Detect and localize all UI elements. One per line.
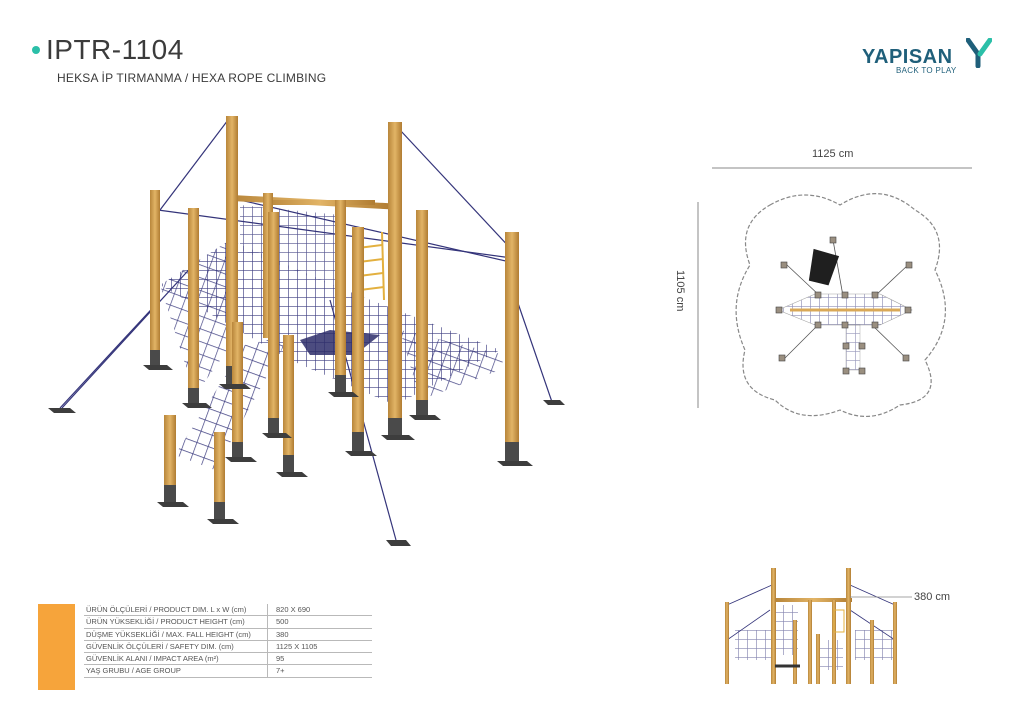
spec-label: GÜVENLİK ALANI / IMPACT AREA (m²) — [84, 652, 268, 666]
spec-label: ÜRÜN ÖLÇÜLERİ / PRODUCT DIM. L x W (cm) — [84, 604, 268, 617]
logo-name: YAPISAN — [862, 46, 953, 68]
logo-tagline: BACK TO PLAY — [896, 66, 957, 75]
back-net — [240, 205, 345, 290]
spec-accent-bar — [38, 604, 75, 690]
spec-label: YAŞ GRUBU / AGE GROUP — [84, 664, 268, 678]
spec-value: 820 X 690 — [267, 604, 372, 617]
spec-label: ÜRÜN YÜKSEKLİĞİ / PRODUCT HEIGHT (cm) — [84, 615, 268, 629]
rope-platform — [300, 330, 380, 355]
product-subtitle: HEKSA İP TIRMANMA / HEXA ROPE CLIMBING — [57, 71, 327, 85]
side-net-right — [400, 330, 505, 400]
spec-row: ÜRÜN ÖLÇÜLERİ / PRODUCT DIM. L x W (cm) … — [84, 604, 372, 617]
title-bullet — [32, 46, 40, 54]
climbing-net-front — [175, 335, 290, 470]
spec-row: YAŞ GRUBU / AGE GROUP 7+ — [84, 664, 372, 678]
posts — [150, 116, 519, 520]
rope-ladder — [357, 231, 385, 306]
spec-row: GÜVENLİK ÖLÇÜLERİ / SAFETY DIM. (cm) 112… — [84, 640, 372, 654]
brand-logo: YAPISAN BACK TO PLAY — [862, 38, 992, 80]
spec-value: 380 — [267, 628, 372, 641]
spec-label: DÜŞME YÜKSEKLİĞİ / MAX. FALL HEIGHT (cm) — [84, 628, 268, 641]
spec-label: GÜVENLİK ÖLÇÜLERİ / SAFETY DIM. (cm) — [84, 640, 268, 654]
spec-value: 7+ — [267, 664, 372, 678]
product-code: IPTR-1104 — [46, 34, 184, 65]
top-net — [160, 240, 500, 405]
logo-y-mark-icon — [966, 38, 992, 68]
spec-value: 95 — [267, 652, 372, 666]
spec-table: ÜRÜN ÖLÇÜLERİ / PRODUCT DIM. L x W (cm) … — [84, 604, 372, 678]
spec-value: 1125 X 1105 — [267, 640, 372, 654]
plan-width-label: 1125 cm — [812, 148, 854, 160]
spec-row: ÜRÜN YÜKSEKLİĞİ / PRODUCT HEIGHT (cm) 50… — [84, 615, 372, 629]
spec-value: 500 — [267, 615, 372, 629]
side-net-left — [160, 240, 235, 395]
spec-row: DÜŞME YÜKSEKLİĞİ / MAX. FALL HEIGHT (cm)… — [84, 628, 372, 641]
plan-height-label: 1105 cm — [674, 270, 686, 312]
elevation-height-label: 380 cm — [914, 591, 951, 603]
spec-row: GÜVENLİK ALANI / IMPACT AREA (m²) 95 — [84, 652, 372, 666]
